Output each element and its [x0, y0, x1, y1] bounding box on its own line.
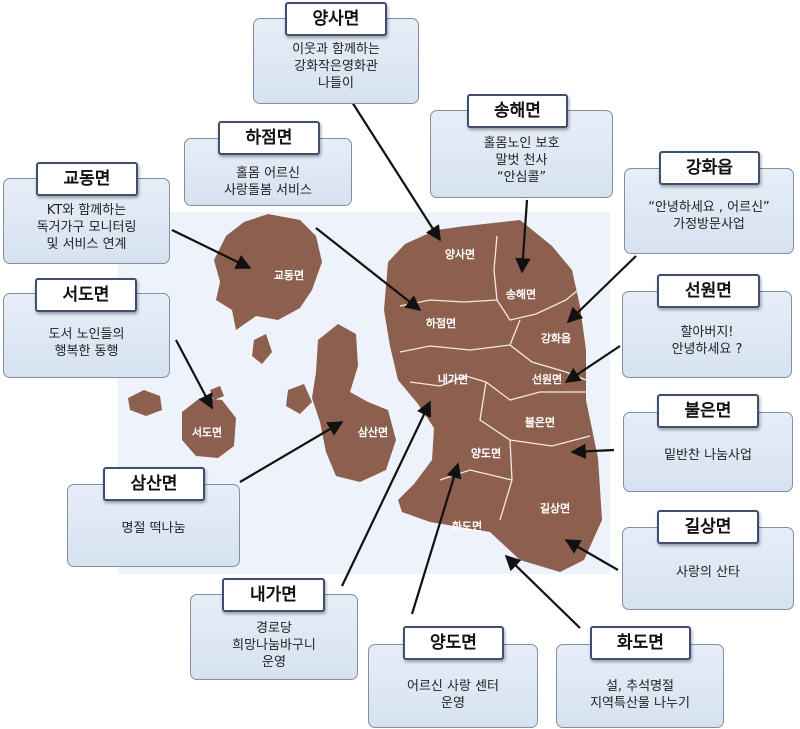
- card-yangdo-desc: 어르신 사랑 센터 운영: [407, 679, 499, 711]
- seodo-islet-small: [210, 386, 224, 400]
- card-seodo-title: 서도면: [35, 278, 137, 312]
- samsan-island: [312, 324, 396, 482]
- arrow-gilsang: [564, 539, 619, 571]
- card-seonwon-title: 선원면: [657, 274, 760, 308]
- card-hajeom-desc: 홀몸 어르신 사랑돌봄 서비스: [224, 166, 312, 198]
- card-ganghwa-desc: “안녕하세요 , 어르신” 가정방문사업: [648, 200, 770, 232]
- map-label-hwado: 화도면: [452, 519, 482, 533]
- card-samsan-desc: 명절 떡나눔: [121, 521, 186, 536]
- card-gilsang-title: 길상면: [657, 510, 759, 544]
- map-label-songhae: 송해면: [506, 287, 536, 301]
- map-label-seodo: 서도면: [192, 425, 222, 439]
- arrow-yangdo: [410, 462, 462, 615]
- card-hwado-desc: 설, 추석명절 지역특산물 나누기: [590, 679, 690, 711]
- seodo-islet-west: [128, 390, 162, 416]
- card-hajeom-title: 하점면: [218, 121, 320, 155]
- arrow-yangsa: [351, 101, 441, 242]
- arrow-hwado: [504, 554, 581, 629]
- arrow-ganghwa: [566, 255, 637, 324]
- arrow-songhae: [515, 199, 531, 274]
- card-gyodong-desc: KT와 함께하는 독거가구 모니터링 및 서비스 연계: [36, 203, 137, 252]
- card-songhae-desc: 홀몸노인 보호 말벗 천사 “안심콜”: [483, 136, 560, 185]
- card-seonwon-desc: 할아버지! 안녕하세요 ?: [671, 325, 743, 357]
- islet-north: [252, 334, 272, 364]
- card-yangsa-desc: 이웃과 함께하는 강화작은영화관 나들이: [292, 42, 380, 91]
- map-label-gyodong: 교동면: [274, 268, 304, 282]
- card-seodo-desc: 도서 노인들의 행복한 동행: [48, 327, 125, 359]
- card-yangsa-title: 양사면: [285, 2, 387, 36]
- card-naega-title: 내가면: [222, 578, 325, 612]
- card-naega-desc: 경로당 희망나눔바구니 운영: [232, 621, 316, 670]
- card-songhae-title: 송해면: [467, 94, 568, 128]
- map-label-gilsang: 길상면: [540, 501, 570, 515]
- arrow-bureun: [570, 443, 615, 460]
- arrows: [171, 101, 637, 629]
- map-label-yangsa: 양사면: [445, 247, 475, 261]
- map-label-bureun: 불은면: [525, 415, 555, 429]
- card-gilsang-desc: 사랑의 산타: [676, 565, 740, 580]
- arrow-samsan: [239, 421, 344, 483]
- map-label-yangdo: 양도면: [471, 446, 501, 460]
- card-hwado-title: 화도면: [590, 626, 691, 660]
- samsan-islet: [286, 384, 312, 414]
- arrow-seodo: [175, 339, 213, 410]
- card-ganghwa-title: 강화읍: [659, 151, 760, 185]
- card-bureun-title: 불은면: [657, 394, 759, 428]
- arrow-hajeom: [315, 227, 422, 311]
- map-label-hajeom: 하점면: [426, 316, 456, 330]
- map-label-naega: 내가면: [438, 372, 468, 386]
- map-label-seonwon: 선원면: [532, 372, 562, 386]
- card-gyodong-title: 교동면: [36, 162, 138, 196]
- card-bureun-desc: 밑반찬 나눔사업: [664, 448, 752, 463]
- map-label-ganghwa: 강화읍: [541, 331, 571, 345]
- arrow-gyodong: [171, 229, 252, 269]
- card-samsan-title: 삼산면: [103, 467, 205, 501]
- card-yangdo-title: 양도면: [403, 626, 504, 660]
- gyodong-island: [214, 214, 322, 330]
- arrow-naega: [341, 400, 431, 587]
- seodo-island: [182, 398, 236, 458]
- map-label-samsan: 삼산면: [358, 425, 388, 439]
- arrow-seonwon: [564, 345, 621, 383]
